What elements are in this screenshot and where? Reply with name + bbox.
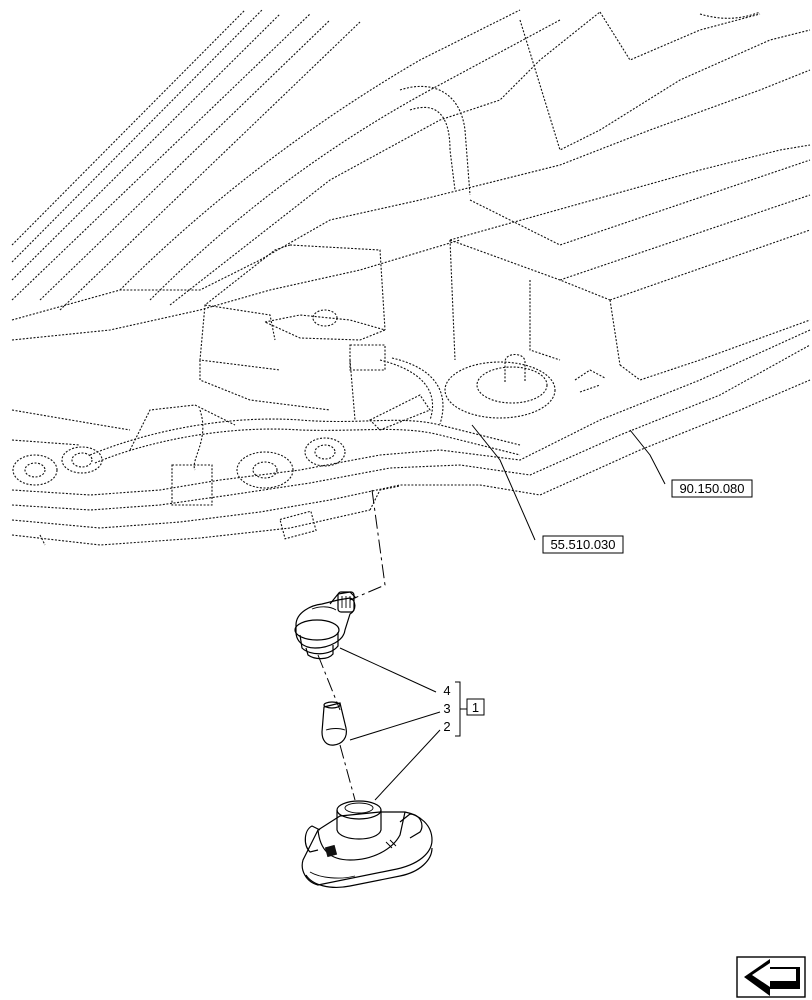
group-number-1: 1: [472, 700, 479, 715]
item-number-group: 4 3 2 1: [443, 681, 485, 737]
marker-lamp-housing-part: [301, 800, 433, 888]
item-number-3: 3: [443, 701, 450, 716]
vehicle-underbody-phantom: [11, 9, 811, 546]
callout-55510030[interactable]: 55.510.030: [542, 535, 624, 554]
callout-55510030-label: 55.510.030: [550, 537, 615, 552]
arrow-lower-left-icon: [736, 956, 806, 998]
leader-lines: [339, 424, 666, 801]
callout-90150080-label: 90.150.080: [679, 481, 744, 496]
item-number-2: 2: [443, 719, 450, 734]
bulb-part: [321, 701, 347, 746]
item-number-4: 4: [443, 683, 450, 698]
callout-90150080[interactable]: 90.150.080: [671, 479, 753, 498]
assembly-centerline: [317, 489, 386, 801]
bulb-holder-part: [294, 591, 357, 660]
